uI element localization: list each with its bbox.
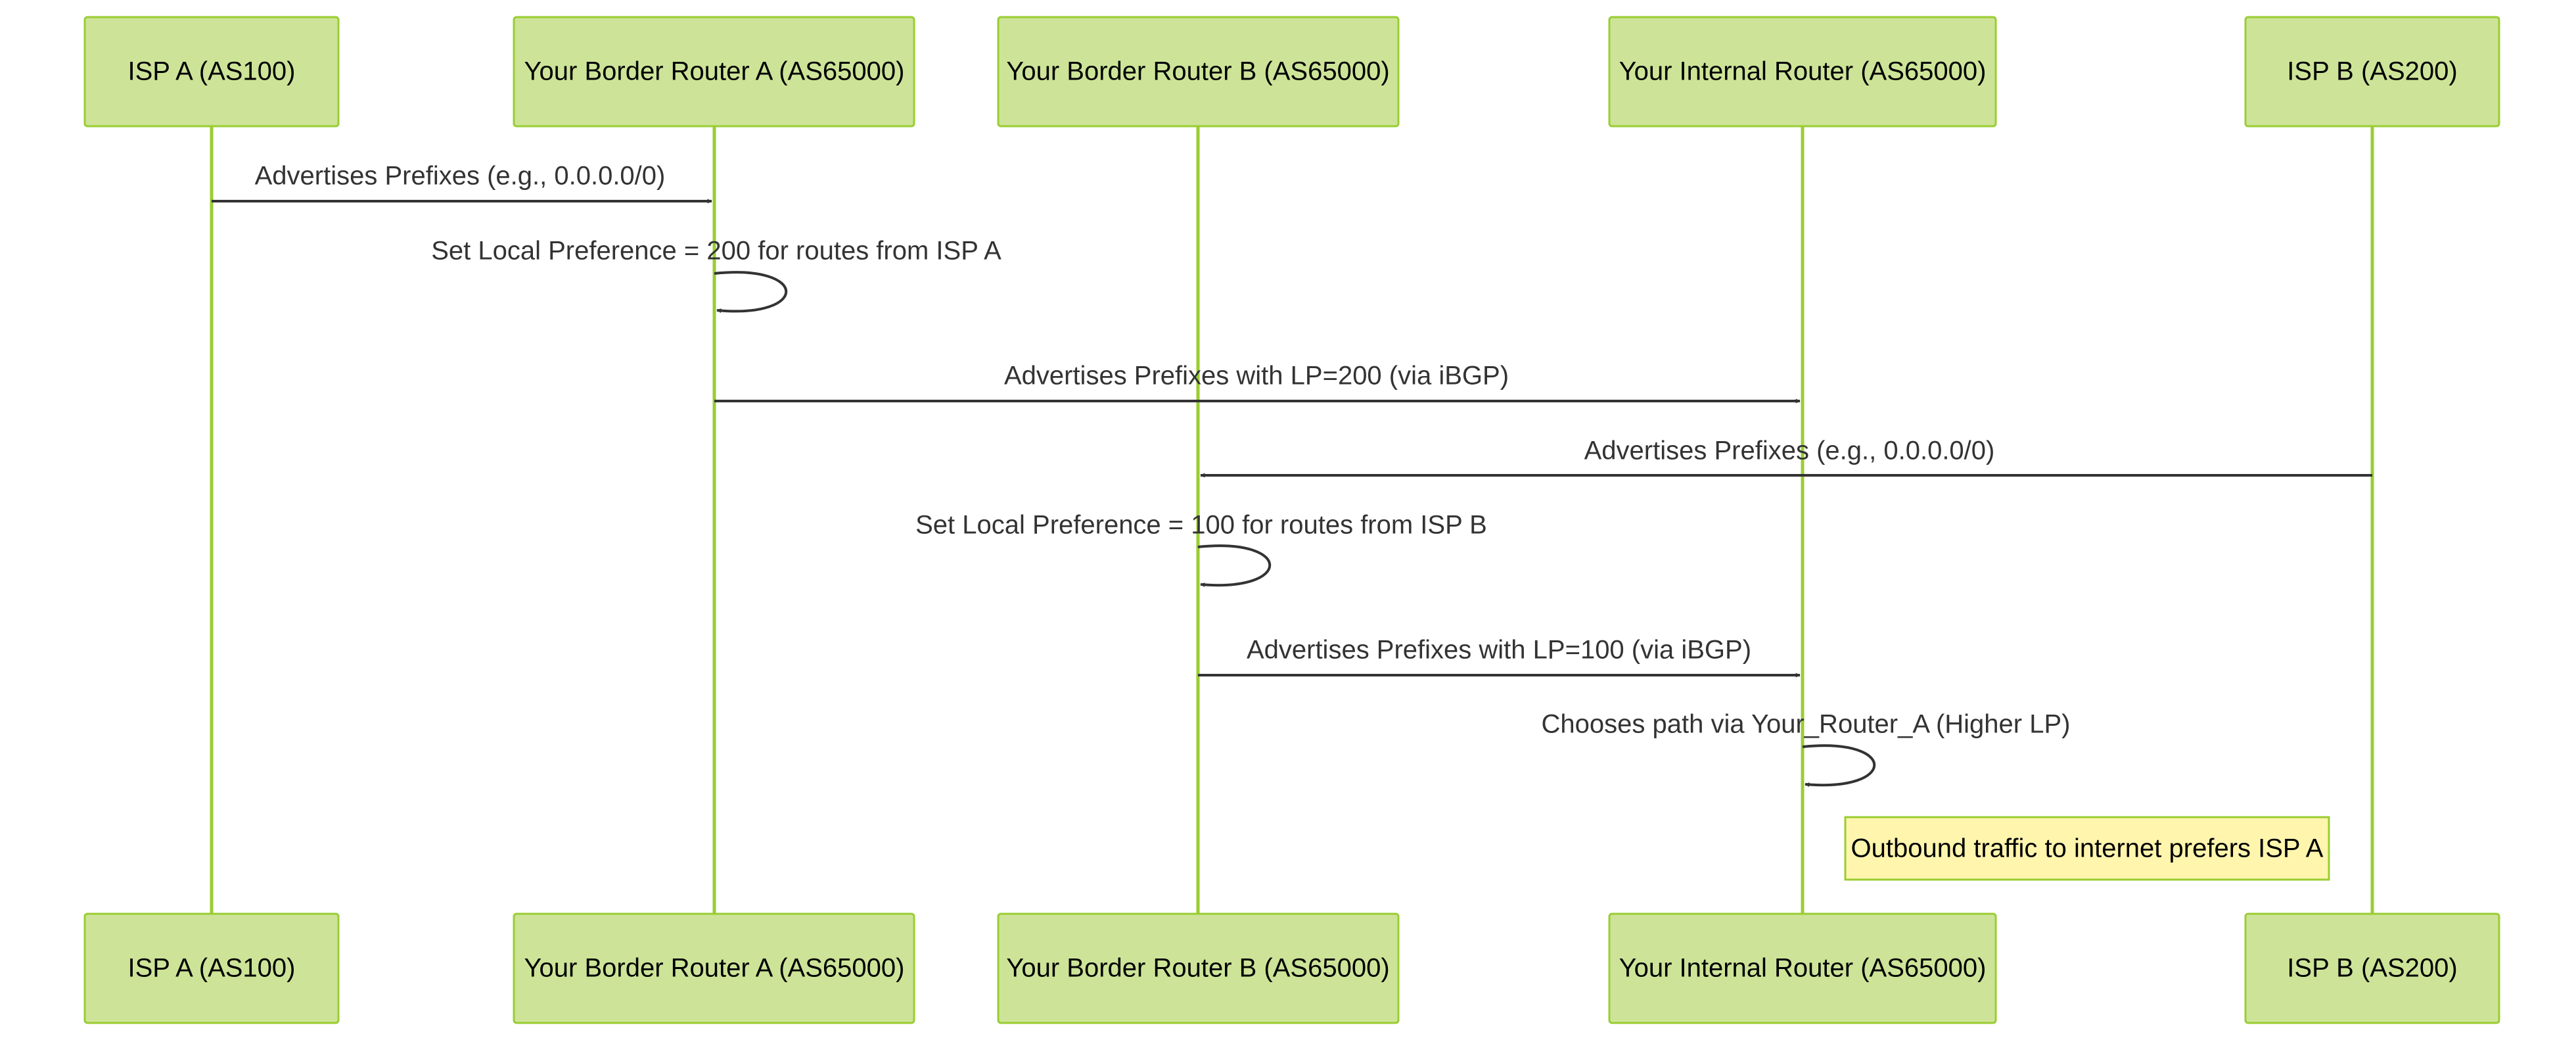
participant-label: Your Border Router B (AS65000) (1006, 954, 1389, 983)
message-self-internal-router: Chooses path via Your_Router_A (Higher L… (1542, 710, 2071, 788)
message-isp-a-to-border-router-a: Advertises Prefixes (e.g., 0.0.0.0/0) (212, 162, 712, 204)
participant-label: ISP B (AS200) (2287, 57, 2457, 86)
participant-label: ISP A (AS100) (128, 954, 296, 983)
participant-label: Your Border Router A (AS65000) (524, 57, 905, 86)
participant-internal-router-top: Your Internal Router (AS65000) (1608, 16, 1997, 128)
message-isp-b-to-border-router-b: Advertises Prefixes (e.g., 0.0.0.0/0) (1200, 437, 2372, 478)
message-label: Set Local Preference = 200 for routes fr… (431, 237, 1001, 266)
participant-border-router-b-bottom: Your Border Router B (AS65000) (997, 912, 1400, 1024)
participant-label: ISP A (AS100) (128, 57, 296, 86)
message-label: Advertises Prefixes (e.g., 0.0.0.0/0) (255, 162, 666, 191)
message-label: Advertises Prefixes with LP=100 (via iBG… (1247, 636, 1751, 665)
message-border-router-b-to-internal-router: Advertises Prefixes with LP=100 (via iBG… (1198, 636, 1801, 678)
participant-internal-router-bottom: Your Internal Router (AS65000) (1608, 912, 1997, 1024)
participant-label: Your Border Router B (AS65000) (1006, 57, 1389, 86)
self-loop-arrow (1197, 544, 1272, 588)
participant-label: Your Internal Router (AS65000) (1619, 57, 1987, 86)
note-outbound-traffic: Outbound traffic to internet prefers ISP… (1844, 816, 2330, 881)
participant-isp-a-bottom: ISP A (AS100) (83, 912, 340, 1024)
participant-label: Your Internal Router (AS65000) (1619, 954, 1987, 983)
participant-border-router-a-bottom: Your Border Router A (AS65000) (513, 912, 915, 1024)
message-label: Advertises Prefixes (e.g., 0.0.0.0/0) (1584, 437, 1995, 465)
participant-isp-b-bottom: ISP B (AS200) (2244, 912, 2500, 1024)
participant-isp-a-top: ISP A (AS100) (83, 16, 340, 128)
participant-border-router-a-top: Your Border Router A (AS65000) (513, 16, 915, 128)
message-label: Chooses path via Your_Router_A (Higher L… (1542, 710, 2071, 739)
message-self-border-router-a: Set Local Preference = 200 for routes fr… (431, 237, 1001, 314)
note-text: Outbound traffic to internet prefers ISP… (1851, 834, 2324, 863)
message-border-router-a-to-internal-router: Advertises Prefixes with LP=200 (via iBG… (714, 362, 1801, 404)
participant-label: Your Border Router A (AS65000) (524, 954, 905, 983)
participant-isp-b-top: ISP B (AS200) (2244, 16, 2500, 128)
message-self-border-router-b: Set Local Preference = 100 for routes fr… (915, 511, 1487, 588)
self-loop-arrow (714, 271, 788, 314)
message-label: Advertises Prefixes with LP=200 (via iBG… (1004, 362, 1509, 391)
self-loop-arrow (1802, 744, 1876, 788)
message-label: Set Local Preference = 100 for routes fr… (915, 511, 1487, 540)
participant-border-router-b-top: Your Border Router B (AS65000) (997, 16, 1400, 128)
participant-label: ISP B (AS200) (2287, 954, 2457, 983)
